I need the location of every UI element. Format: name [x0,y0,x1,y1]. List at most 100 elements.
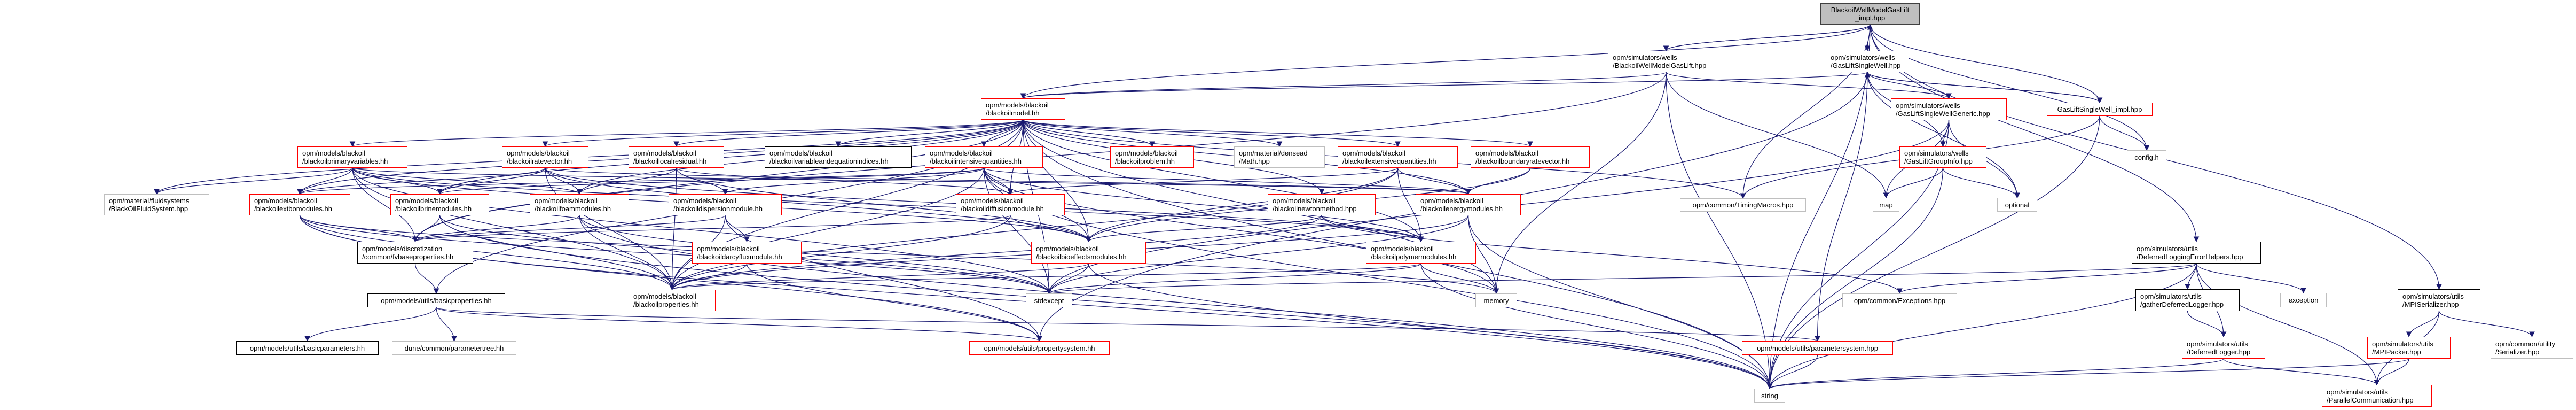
node-dispersion[interactable]: opm/models/blackoil/blackoildispersionmo… [669,194,782,215]
edge-fvbase-to-basicprops [414,263,439,295]
node-mpiser[interactable]: opm/simulators/utils/MPISerializer.hpp [2398,289,2480,311]
edge-energy-to-memory [1467,215,1499,295]
node-label-line: /blackoillocalresidual.hh [633,157,707,165]
edge-mpipacker-to-parcomm [2374,358,2409,386]
node-memory[interactable]: memory [1475,293,1517,307]
edge-bwmgl-to-memory [1493,72,1667,295]
node-glswg[interactable]: opm/simulators/wells/GasLiftSingleWellGe… [1891,98,2007,120]
node-problem[interactable]: opm/models/blackoil/blackoilproblem.hh [1110,146,1194,168]
node-bwmgl[interactable]: opm/simulators/wells/BlackoilWellModelGa… [1608,51,1724,72]
edge-blackoilmodel-to-densead [1023,119,1283,148]
node-label-line: opm/models/blackoil [254,197,317,205]
node-map[interactable]: map [1873,198,1899,212]
node-gatherdl[interactable]: opm/simulators/utils/gatherDeferredLogge… [2135,289,2240,311]
node-label-line: /blackoilfoammodules.hh [535,205,611,213]
node-deflogger[interactable]: opm/simulators/utils/DeferredLogger.hpp [2182,337,2265,359]
edge-newton-to-exceptions [1321,215,1903,295]
edge-mpiser-to-mpipacker [2406,311,2440,338]
node-primvars[interactable]: opm/models/blackoil/blackoilprimaryvaria… [297,146,407,168]
node-serializer[interactable]: opm/common/utility/Serializer.hpp [2491,337,2573,359]
node-parcomm[interactable]: opm/simulators/utils/ParallelCommunicati… [2322,385,2432,407]
node-label-line: /blackoilintensivequantities.hh [930,157,1022,165]
node-label-line: /gatherDeferredLogger.hpp [2140,300,2224,308]
node-basicprops[interactable]: opm/models/utils/basicproperties.hh [367,293,505,307]
node-label-line: config.h [2134,153,2159,161]
edge-glgi-to-map [1883,167,1944,199]
node-darcy[interactable]: opm/models/blackoil/blackoildarcyfluxmod… [692,242,802,264]
node-paramsys[interactable]: opm/models/utils/parametersystem.hpp [1742,341,1893,355]
node-densead[interactable]: opm/material/densead/Math.hpp [1234,146,1325,168]
node-foam[interactable]: opm/models/blackoil/blackoilfoammodules.… [530,194,629,215]
edge-blackoilmodel-to-bioeff [1023,119,1091,243]
node-optional[interactable]: optional [1997,198,2037,212]
node-label-line: /blackoildispersionmodule.hh [673,205,763,213]
node-fluidsys[interactable]: opm/material/fluidsystems/BlackOilFluidS… [104,194,209,215]
node-energy[interactable]: opm/models/blackoil/blackoilenergymodule… [1416,194,1521,215]
edge-deflogger-to-string [1766,358,2224,390]
node-ratevec[interactable]: opm/models/blackoil/blackoilratevector.h… [502,146,588,168]
node-bndrate[interactable]: opm/models/blackoil/blackoilboundaryrate… [1471,146,1590,168]
node-stdexcept[interactable]: stdexcept [1026,293,1072,307]
edge-primvars-to-fluidsys [154,167,353,195]
edge-diffusion-to-fvbase [412,215,1011,243]
node-glswimpl[interactable]: GasLiftSingleWell_impl.hpp [2047,103,2153,116]
node-varidx[interactable]: opm/models/blackoil/blackoilvariableande… [765,146,912,168]
node-string[interactable]: string [1754,389,1785,403]
node-mpipacker[interactable]: opm/simulators/utils/MPIPacker.hpp [2367,337,2451,359]
node-blackoilmodel[interactable]: opm/models/blackoil/blackoilmodel.hh [981,98,1065,120]
edge-extquant-to-energy [1397,167,1471,195]
node-propsys[interactable]: opm/models/utils/propertysystem.hh [969,341,1110,355]
node-label-line: opm/simulators/wells [1831,53,1895,61]
node-extquant[interactable]: opm/models/blackoil/blackoilextensivequa… [1338,146,1458,168]
node-diffusion[interactable]: opm/models/blackoil/blackoildiffusionmod… [956,194,1065,215]
node-label-line: /blackoildiffusionmodule.hh [961,205,1044,213]
node-paramtree[interactable]: dune/common/parametertree.hh [392,341,516,355]
node-bioeff[interactable]: opm/models/blackoil/blackoilbioeffectsmo… [1031,242,1146,264]
edge-extbo-to-memory [299,215,1499,295]
node-label-line: opm/simulators/utils [2137,244,2198,253]
edge-glgi-to-optional [1942,167,2020,199]
node-label-line: /blackoilmodel.hh [986,109,1040,117]
node-basicparams[interactable]: opm/models/utils/basicparameters.hh [236,341,379,355]
node-timing[interactable]: opm/common/TimingMacros.hpp [1680,198,1806,212]
edge-primvars-to-foam [352,167,583,195]
node-exceptions[interactable]: opm/common/Exceptions.hpp [1842,293,1957,307]
node-exception[interactable]: exception [2280,293,2327,307]
edge-polymer-to-blackoilprops [669,263,1421,291]
edge-dispersion-to-fvbase [412,215,726,243]
edge-diffusion-to-bioeff [1010,215,1091,243]
node-root[interactable]: BlackoilWellModelGasLift_impl.hpp [1820,3,1920,25]
node-glsw[interactable]: opm/simulators/wells/GasLiftSingleWell.h… [1826,51,1909,72]
edge-ratevec-to-extbo [297,167,546,195]
node-label-line: opm/models/blackoil [769,149,833,157]
edge-bndrate-to-energy [1465,167,1531,195]
edge-blackoilmodel-to-bndrate [1023,119,1533,148]
node-brine[interactable]: opm/models/blackoil/blackoilbrinemodules… [390,194,489,215]
edge-glswimpl-to-string [1766,115,2100,390]
edge-dleh-to-exception [2196,263,2306,294]
node-label-line: opm/models/blackoil [1475,149,1538,157]
node-label-line: opm/models/blackoil [1273,197,1336,205]
edge-blackoilmodel-to-localres [673,119,1024,148]
edge-primvars-to-blackoilprops [352,167,675,291]
node-label-line: /GasLiftGroupInfo.hpp [1904,157,1973,165]
node-blackoilprops[interactable]: opm/models/blackoil/blackoilproperties.h… [629,290,716,311]
node-intquant[interactable]: opm/models/blackoil/blackoilintensivequa… [925,146,1043,168]
node-newton[interactable]: opm/models/blackoil/blackoilnewtonmethod… [1268,194,1376,215]
node-label-line: GasLiftSingleWell_impl.hpp [2057,105,2142,113]
node-label-line: /MPIPacker.hpp [2372,347,2421,356]
edge-energy-to-string [1467,215,1773,390]
node-config[interactable]: config.h [2127,150,2166,164]
edge-intquant-to-dispersion [722,167,985,195]
node-fvbase[interactable]: opm/models/discretization/common/fvbasep… [357,242,473,264]
node-glgi[interactable]: opm/simulators/wells/GasLiftGroupInfo.hp… [1899,146,1986,168]
node-extbo[interactable]: opm/models/blackoil/blackoilextbomodules… [249,194,350,215]
edge-root-to-blackoilmodel [1020,24,1871,99]
edge-intquant-to-polymer [983,167,1424,243]
node-label-line: dune/common/parametertree.hh [404,344,504,352]
node-dleh[interactable]: opm/simulators/utils/DeferredLoggingErro… [2132,242,2261,264]
node-label-line: opm/simulators/wells [1613,53,1677,61]
node-label-line: opm/models/blackoil [930,149,993,157]
node-localres[interactable]: opm/models/blackoil/blackoillocalresidua… [629,146,724,168]
node-polymer[interactable]: opm/models/blackoil/blackoilpolymermodul… [1366,242,1476,264]
